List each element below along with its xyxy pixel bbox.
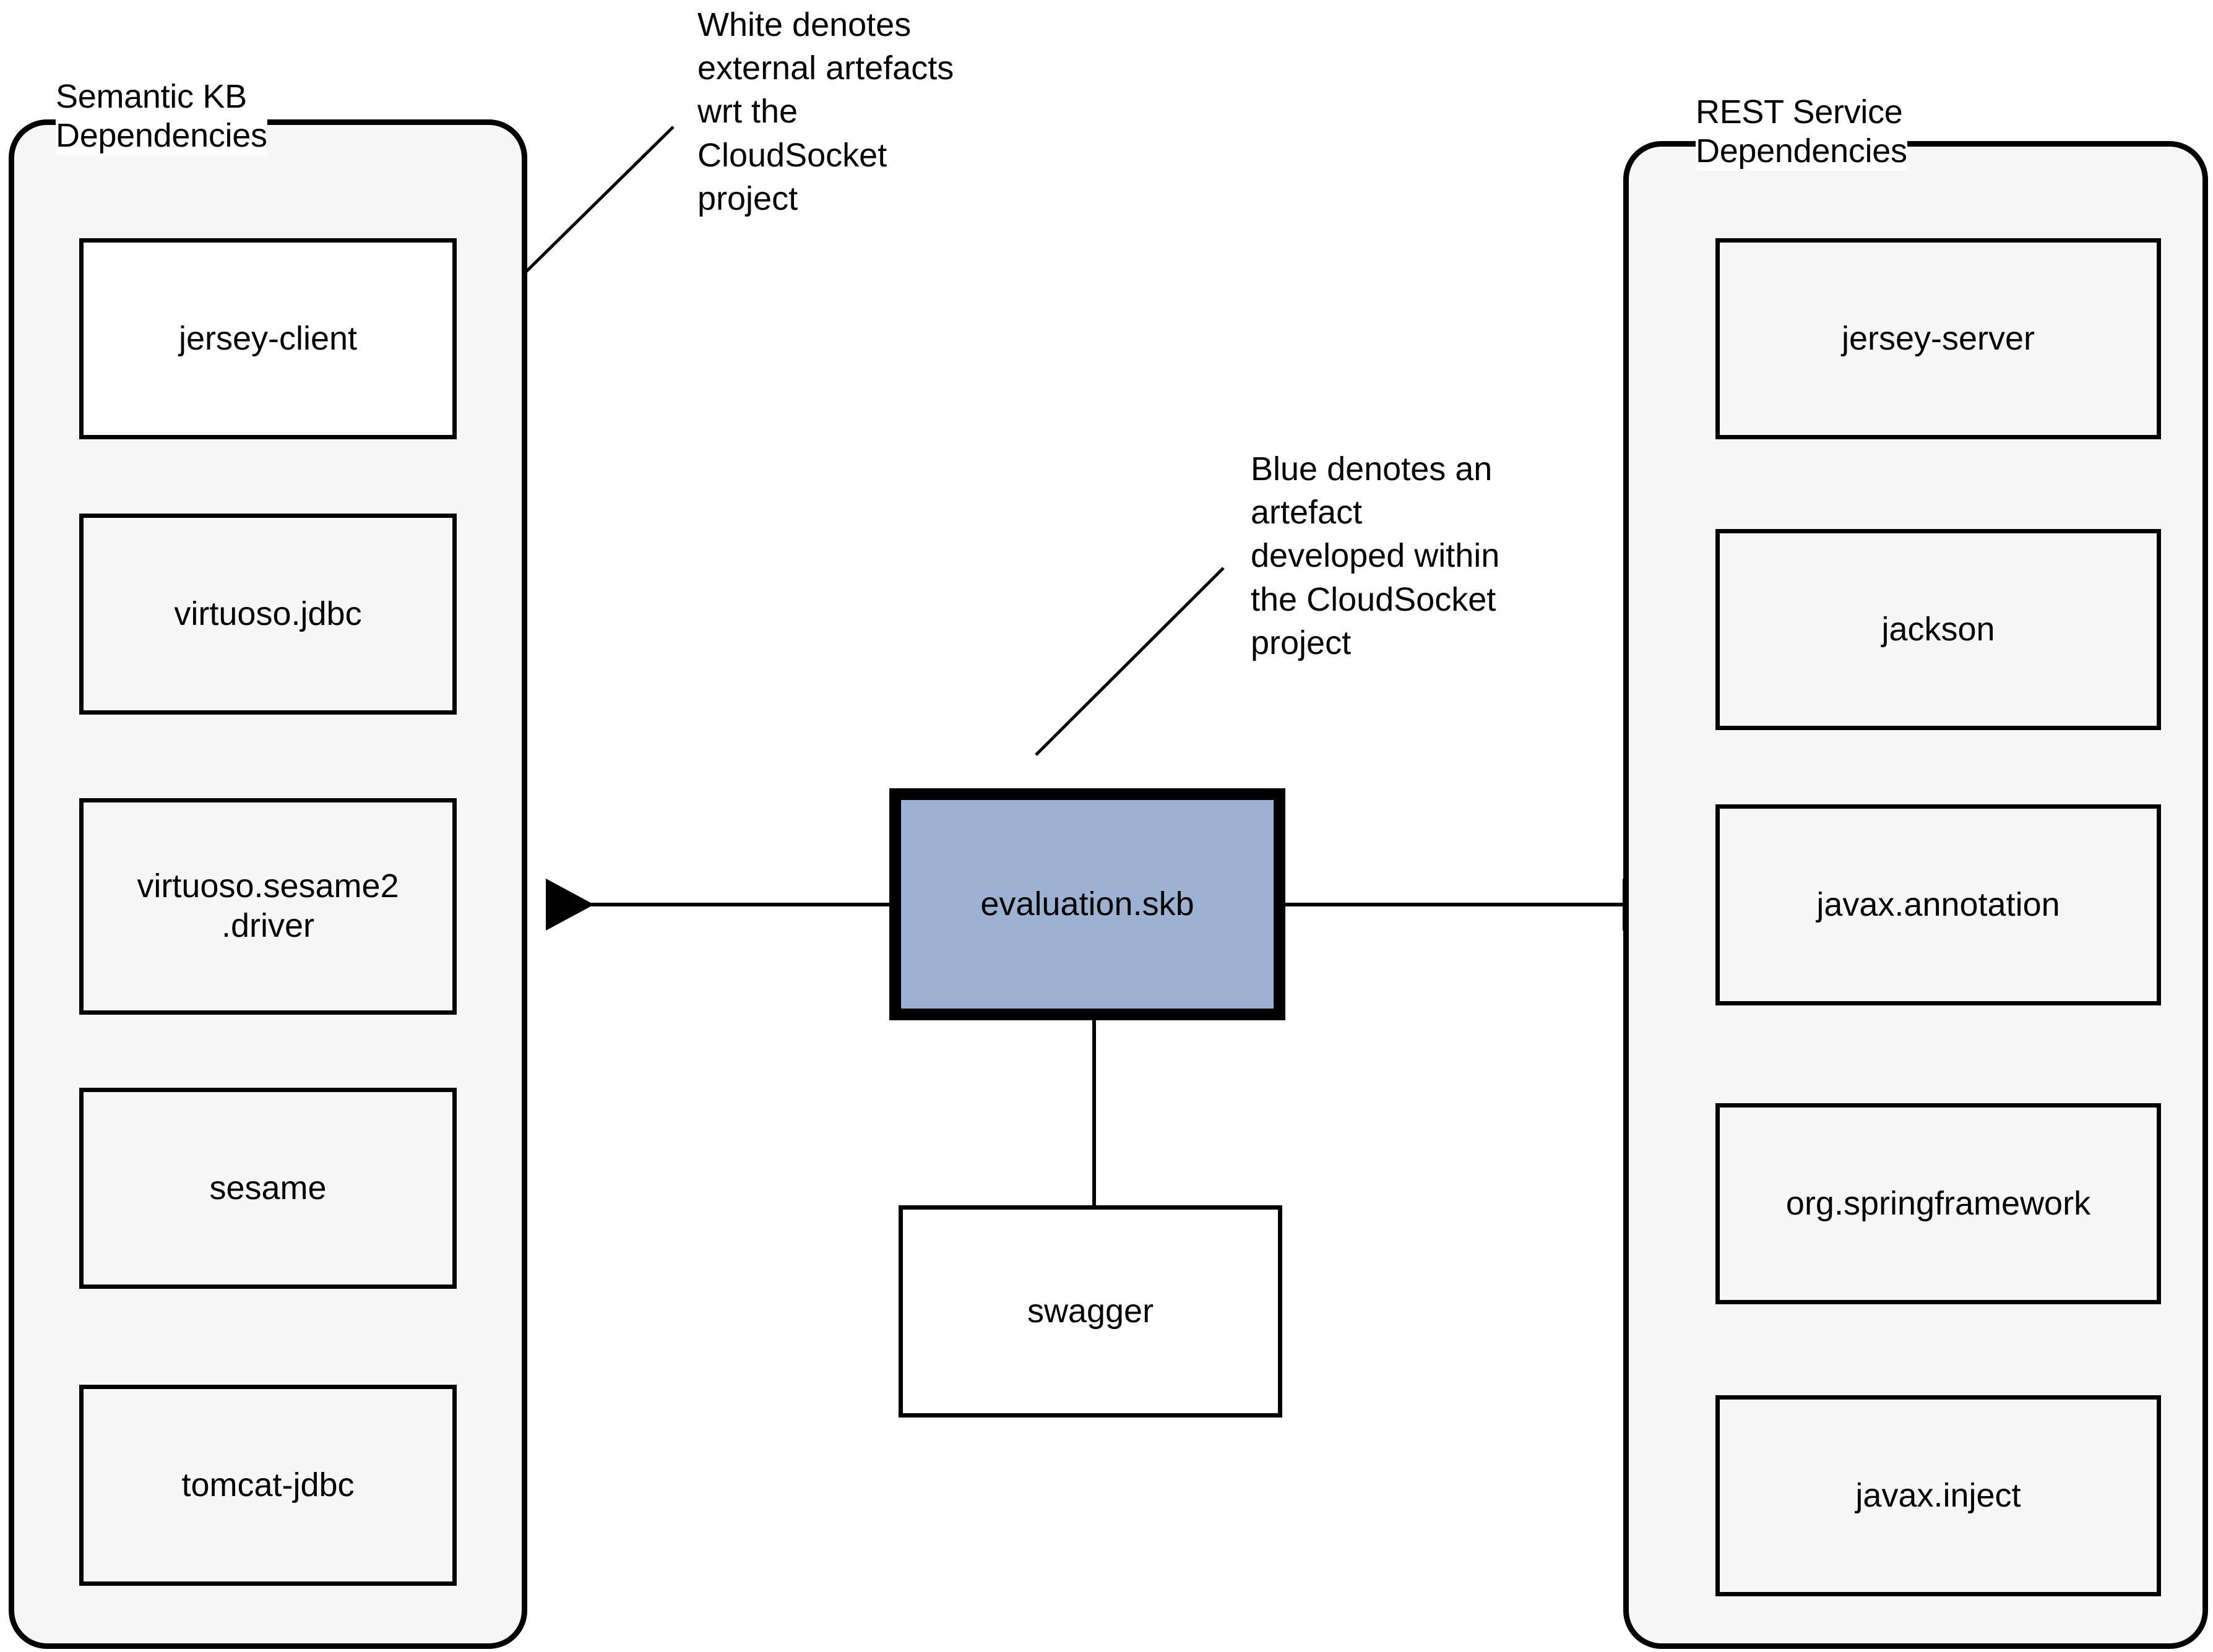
node-label: jersey-server: [1841, 319, 2035, 357]
node-label: javax.annotation: [1816, 885, 2060, 923]
node-label: org.springframework: [1785, 1184, 2091, 1222]
annotation-external-note: White denotes external artefacts wrt the…: [697, 6, 954, 217]
node-label: virtuoso.jdbc: [174, 595, 362, 632]
node-javax-annotation[interactable]: javax.annotation: [1715, 804, 2161, 1005]
annotation-internal-note: Blue denotes an artefact developed withi…: [1251, 450, 1500, 661]
node-javax-inject[interactable]: javax.inject: [1715, 1395, 2161, 1596]
node-evaluation-skb[interactable]: evaluation.skb: [889, 788, 1285, 1020]
leader-line-internal-note: [1035, 567, 1225, 756]
node-jersey-client[interactable]: jersey-client: [79, 238, 457, 439]
node-jersey-server[interactable]: jersey-server: [1715, 238, 2161, 439]
node-org-springframework[interactable]: org.springframework: [1715, 1103, 2161, 1304]
node-swagger[interactable]: swagger: [899, 1205, 1282, 1418]
node-label: swagger: [1027, 1292, 1154, 1330]
node-virtuoso-sesame2-driver[interactable]: virtuoso.sesame2 .driver: [79, 798, 457, 1015]
node-label: virtuoso.sesame2 .driver: [137, 867, 399, 944]
node-jackson[interactable]: jackson: [1715, 529, 2161, 730]
group-title-rest-service: REST Service Dependencies: [1696, 93, 1907, 171]
node-tomcat-jdbc[interactable]: tomcat-jdbc: [79, 1385, 457, 1586]
node-label: javax.inject: [1855, 1476, 2021, 1514]
node-label: jackson: [1881, 610, 1995, 648]
group-title-semantic-kb: Semantic KB Dependencies: [56, 77, 267, 156]
node-label: tomcat-jdbc: [181, 1466, 355, 1504]
node-label: evaluation.skb: [980, 885, 1194, 923]
node-label: sesame: [209, 1169, 327, 1207]
node-sesame[interactable]: sesame: [79, 1088, 457, 1289]
node-virtuoso-jdbc[interactable]: virtuoso.jdbc: [79, 514, 457, 715]
node-label: jersey-client: [178, 319, 358, 357]
